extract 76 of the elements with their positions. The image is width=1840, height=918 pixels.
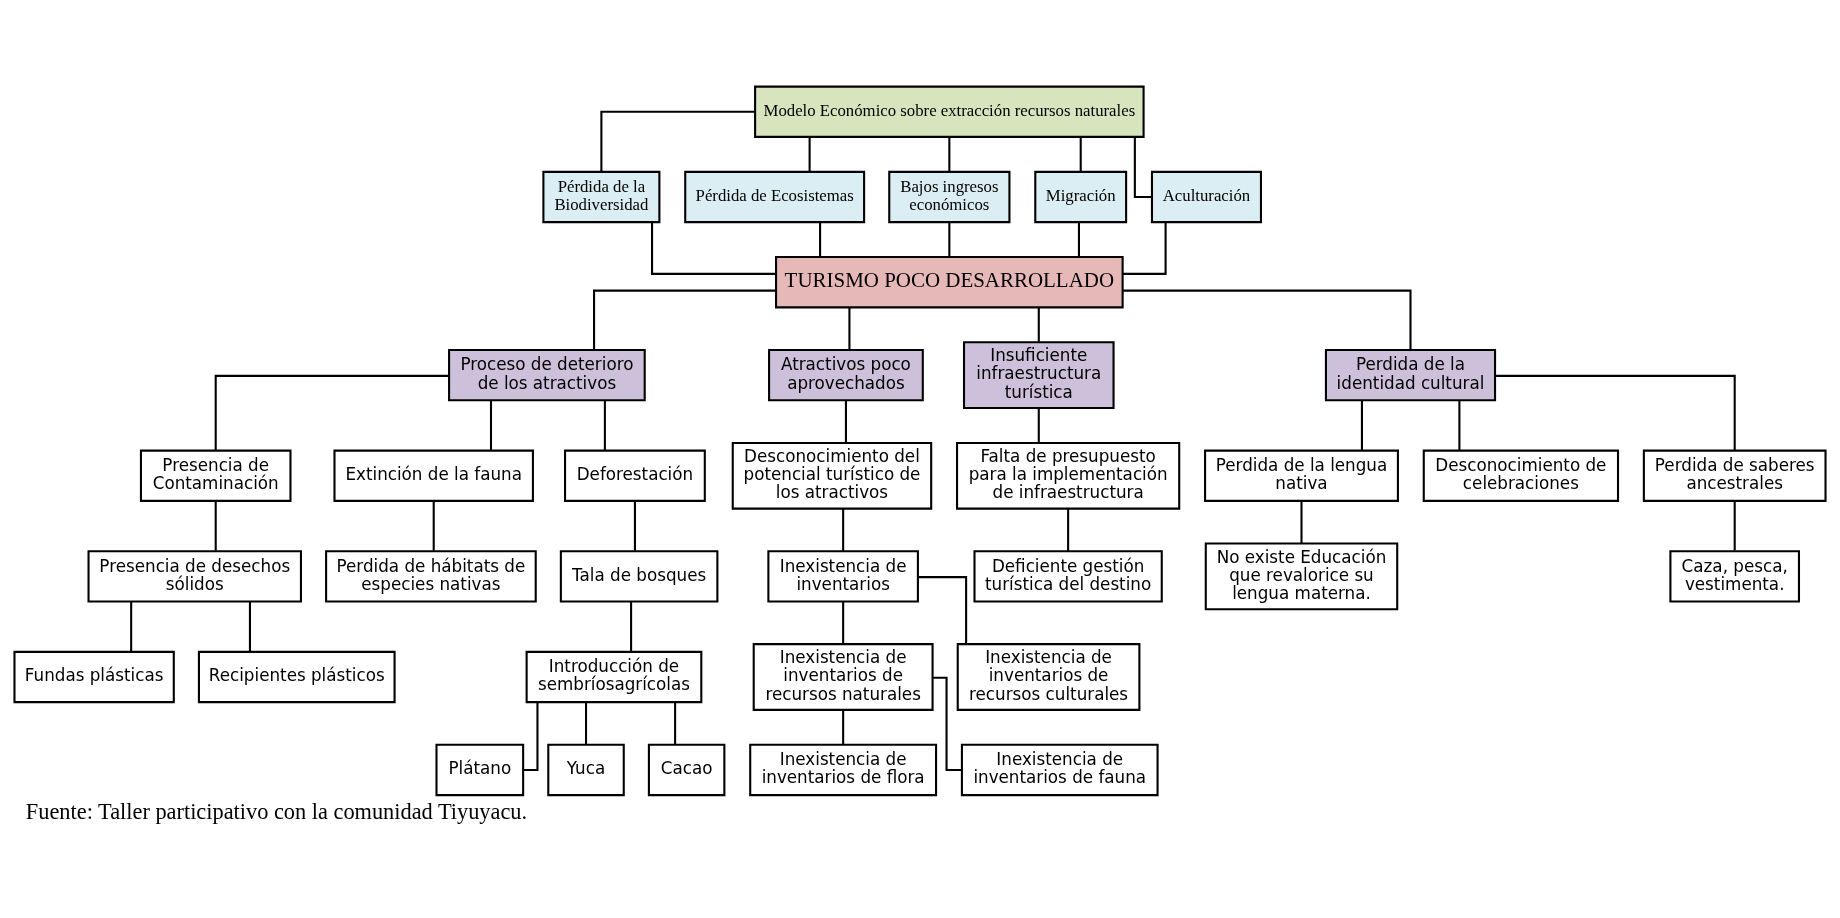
connector: [584, 702, 588, 745]
node-box: Aculturación: [1150, 170, 1262, 224]
connector: [432, 501, 435, 551]
node-box: Recipientes plásticos: [197, 650, 396, 704]
connector: [1079, 137, 1082, 172]
node-box: Introducción de sembríosagrícolas: [525, 650, 703, 704]
node-box: Deforestación: [564, 449, 706, 502]
node-box: Migración: [1034, 170, 1128, 224]
connector: [1067, 508, 1070, 551]
connector: [1122, 222, 1167, 275]
connector: [630, 601, 633, 652]
node-box: Plátano: [435, 743, 525, 797]
connector: [819, 222, 822, 257]
node-box: Atractivos poco aprovechados: [768, 348, 924, 402]
connector: [948, 222, 951, 257]
node-box: Presencia de desechos sólidos: [87, 550, 302, 603]
node-box: Inexistencia de inventarios de recursos culturales: [956, 643, 1141, 711]
node-box: Inexistencia de inventarios: [767, 550, 919, 603]
connector: [248, 601, 251, 652]
node-box: Falta de presupuesto para la implementación de infraestructura: [956, 441, 1181, 510]
node-box: Pérdida de Ecosistemas: [684, 170, 866, 224]
connector: [600, 110, 755, 172]
connector: [651, 222, 776, 275]
node-box: Fundas plásticas: [13, 650, 175, 704]
connector: [1133, 137, 1152, 199]
node-box: Perdida de la identidad cultural: [1324, 348, 1497, 402]
connector: [848, 307, 851, 350]
connector: [674, 702, 677, 745]
connector: [842, 508, 845, 551]
caption: Fuente: Taller participativo con la comunidad Tiyuyacu.: [25, 798, 528, 824]
connector: [1458, 400, 1461, 451]
node-box: Cacao: [647, 743, 726, 797]
node-box: Modelo Económico sobre extracción recursos naturales: [754, 85, 1145, 138]
node-box: Perdida de la lengua nativa: [1204, 449, 1399, 502]
connector: [932, 676, 962, 771]
node-box: Pérdida de la Biodiversidad: [542, 170, 661, 224]
connector: [633, 501, 636, 551]
node-box: Presencia de Contaminación: [139, 449, 292, 502]
node-box: Perdida de hábitats de especies nativas: [325, 550, 537, 603]
connector: [1300, 501, 1303, 544]
connector: [1495, 374, 1736, 451]
connector: [808, 137, 811, 172]
connector: [489, 400, 493, 451]
connector: [593, 289, 776, 350]
node-box: Yuca: [547, 743, 625, 797]
node-box: Desconocimiento del potencial turístico de los atractivos: [731, 441, 933, 510]
connector: [214, 374, 449, 451]
connector: [844, 400, 847, 443]
node-box: Inexistencia de inventarios de recursos naturales: [752, 643, 934, 711]
node-box: Tala de bosques: [559, 550, 719, 603]
connector: [130, 601, 133, 652]
connector: [1037, 408, 1040, 443]
node-box: Perdida de saberes ancestrales: [1642, 449, 1827, 502]
node-box: Proceso de deterioro de los atractivos: [448, 348, 646, 402]
node-box: Inexistencia de inventarios de flora: [749, 743, 938, 797]
node-box: Inexistencia de inventarios de fauna: [960, 743, 1159, 797]
connector: [603, 400, 606, 451]
connector: [948, 137, 951, 172]
connector: [1037, 307, 1040, 342]
connector: [523, 702, 539, 771]
node-box: Deficiente gestión turística del destino: [973, 550, 1163, 603]
connector: [842, 710, 845, 745]
node-box: No existe Educación que revalorice su lengua materna.: [1204, 542, 1399, 611]
node-box: Caza, pesca, vestimenta.: [1669, 550, 1800, 603]
connector: [842, 601, 845, 644]
connector: [918, 576, 968, 644]
node-box: TURISMO POCO DESARROLLADO: [775, 256, 1124, 309]
node-box: Desconocimiento de celebraciones: [1422, 449, 1620, 502]
node-box: Bajos ingresos económicos: [888, 170, 1011, 224]
connector: [1733, 501, 1736, 551]
connector: [1077, 222, 1080, 257]
node-box: Extinción de la fauna: [333, 449, 534, 502]
connector: [214, 501, 217, 551]
connector: [1123, 289, 1412, 350]
node-box: Insuficiente infraestructura turística: [962, 341, 1115, 410]
connector: [1360, 400, 1363, 451]
